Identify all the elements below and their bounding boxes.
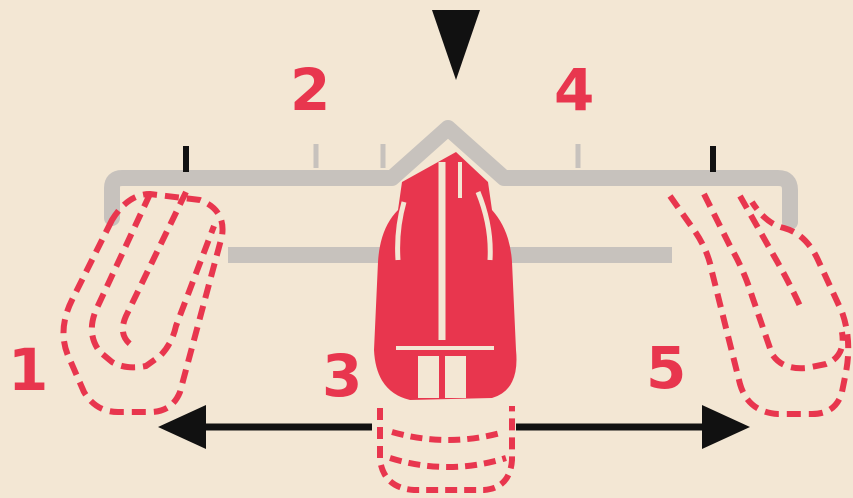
position-3-lower-outline — [377, 406, 515, 493]
position-1-outline — [60, 190, 226, 415]
position-label-4: 4 — [554, 56, 594, 124]
top-rail — [104, 120, 798, 230]
position-label-2: 2 — [290, 56, 330, 124]
triangle-down-icon — [432, 10, 480, 80]
scale-ticks — [183, 144, 716, 172]
position-3-body — [374, 152, 517, 400]
position-label-1: 1 — [8, 336, 48, 404]
double-arrow-icon — [158, 405, 750, 449]
position-5-outline — [667, 192, 852, 417]
position-label-3: 3 — [322, 342, 362, 410]
position-label-5: 5 — [646, 334, 686, 402]
